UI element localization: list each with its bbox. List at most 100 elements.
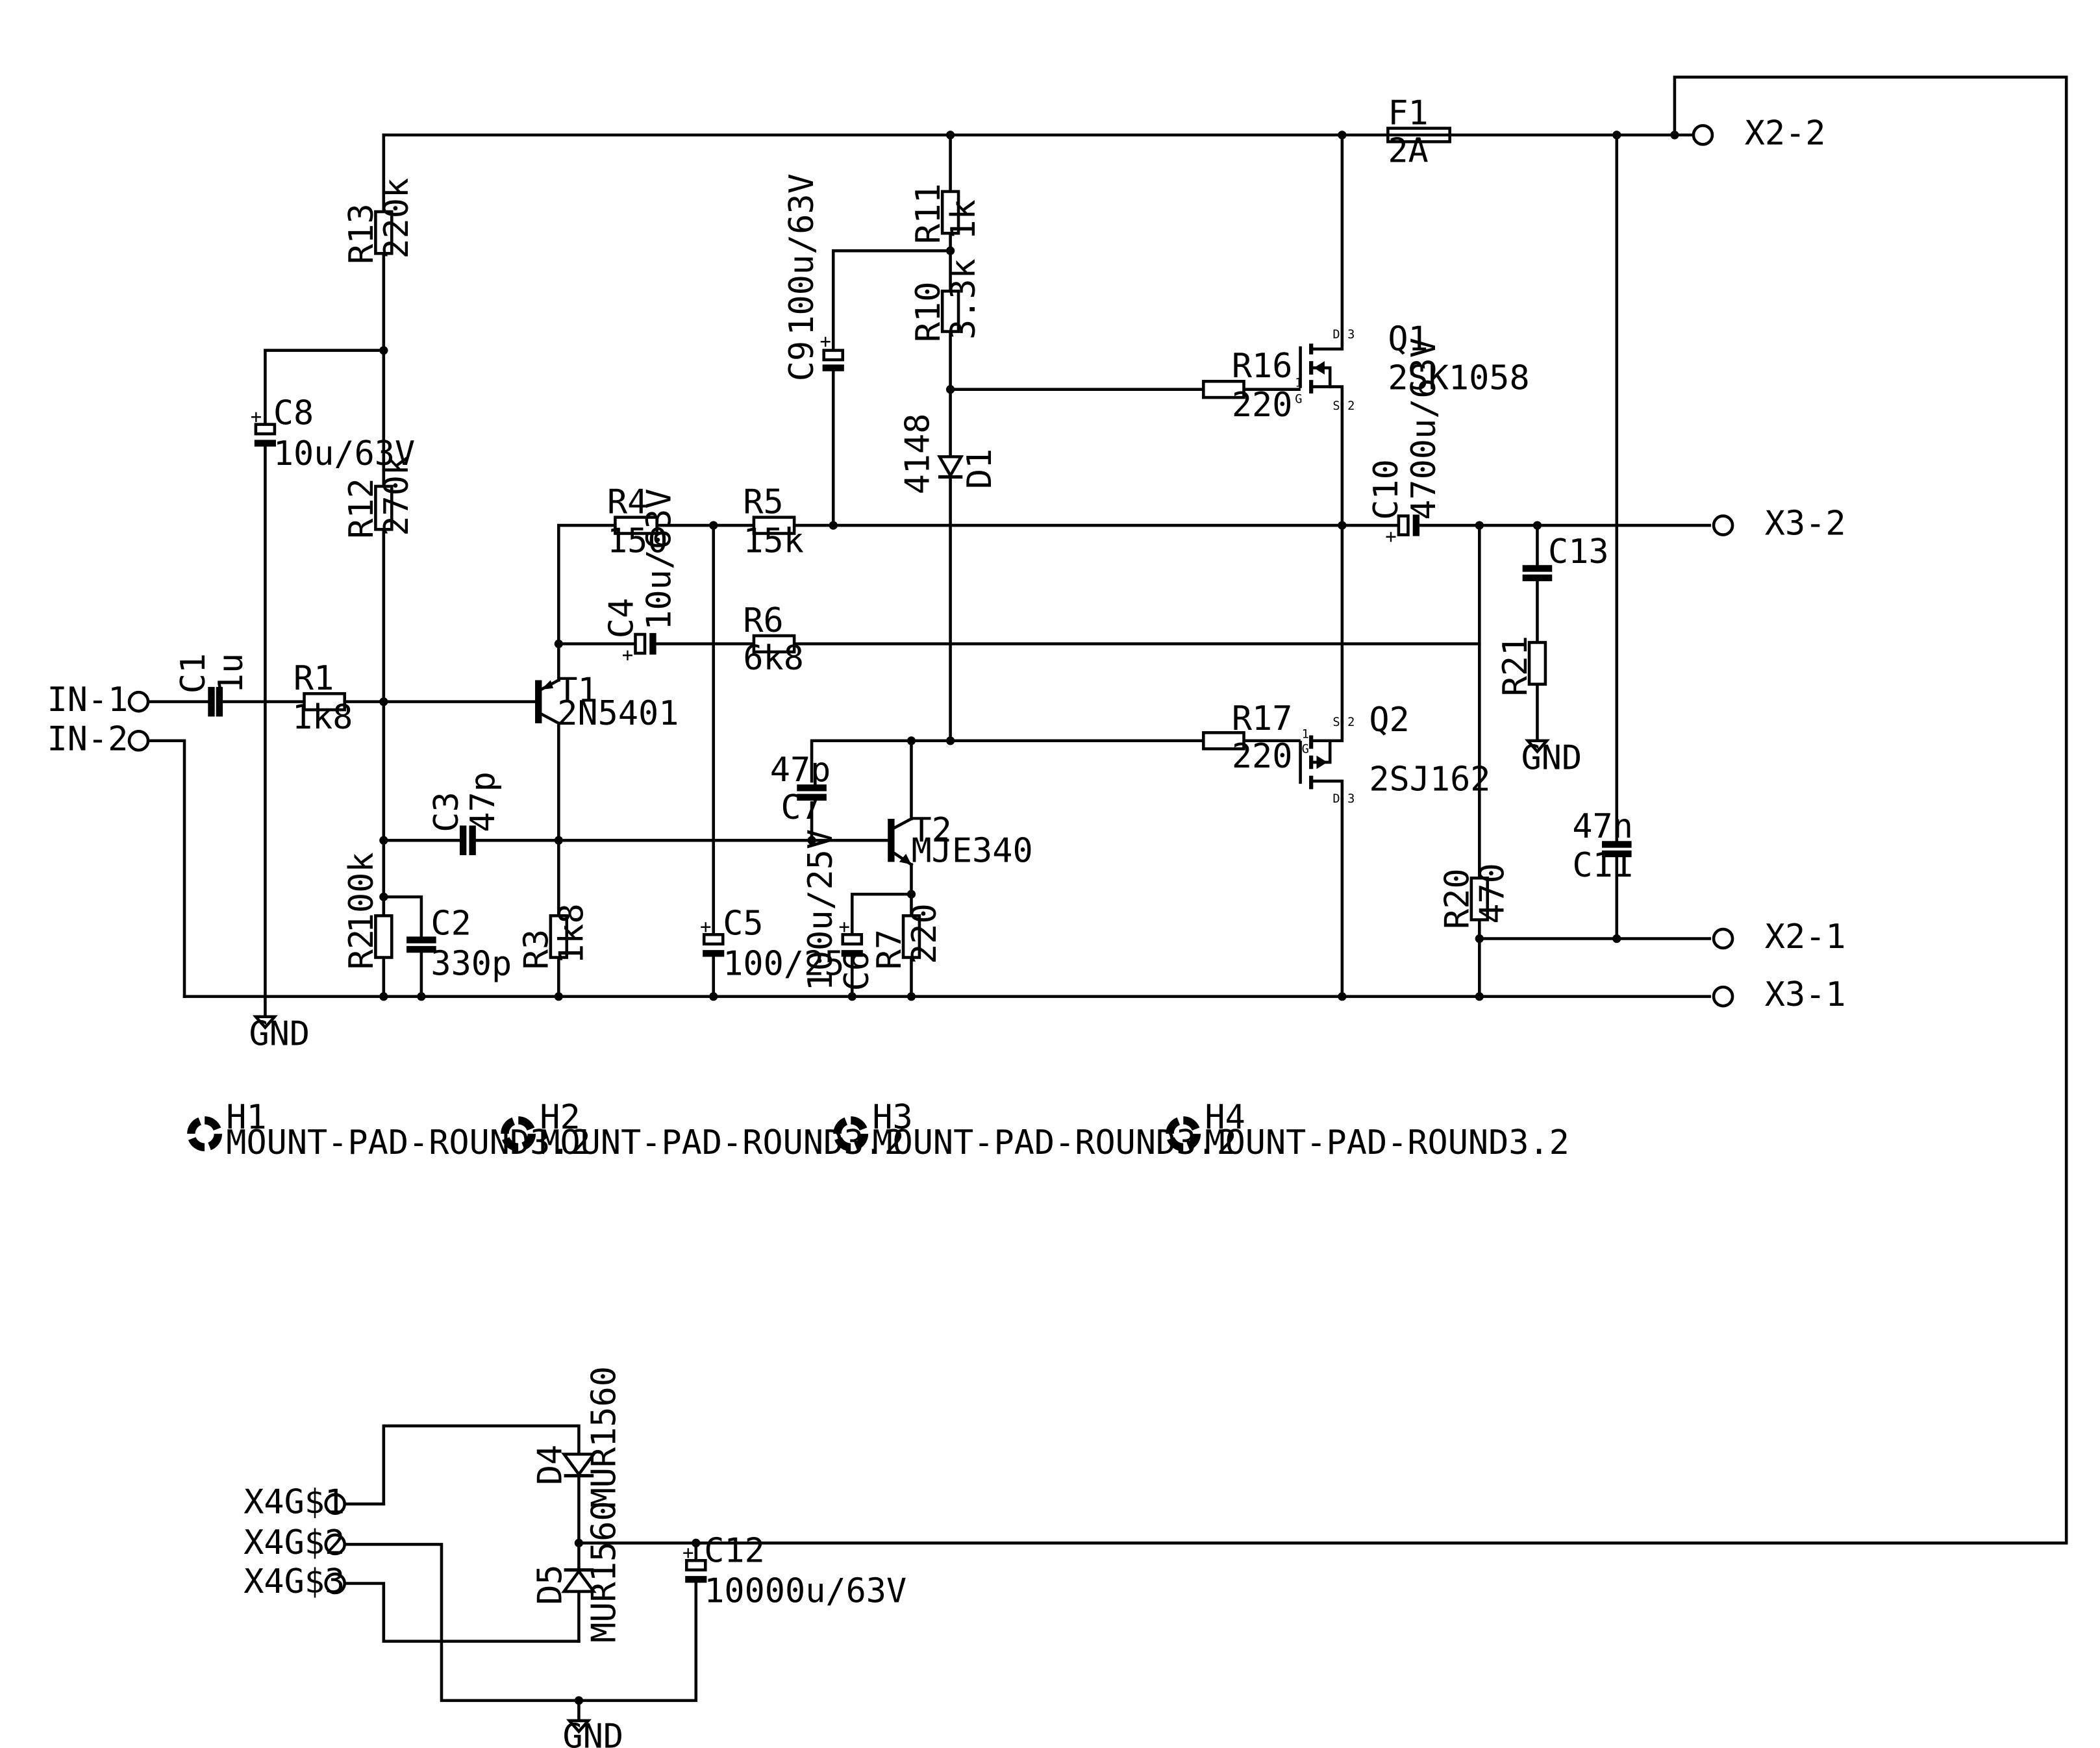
junction xyxy=(906,992,916,1001)
junction xyxy=(906,736,916,745)
c10-value: 4700u/63V xyxy=(1405,338,1444,520)
junction xyxy=(1475,934,1484,943)
mosfet-q1[interactable]: D 3 S 2 1 G Q1 2SK1058 xyxy=(1295,320,1529,413)
r7-value: 220 xyxy=(905,903,944,964)
junction xyxy=(1338,521,1347,530)
capacitor-c3[interactable]: C3 47p xyxy=(427,771,503,855)
capacitor-c7[interactable]: 47p C7 xyxy=(770,751,831,827)
r10-name: R10 xyxy=(909,282,948,343)
capacitor-c10[interactable]: + C10 4700u/63V xyxy=(1367,338,1444,547)
resistor-r1[interactable]: R1 1k8 xyxy=(292,659,353,737)
mount-hole-h1: H1 MOUNT-PAD-ROUND3.2 xyxy=(187,1098,591,1162)
t2-name: T2 xyxy=(911,811,951,850)
c12-value: 10000u/63V xyxy=(704,1572,906,1611)
resistor-r20[interactable]: R20 470 xyxy=(1438,863,1512,929)
ground-symbol: GND xyxy=(1521,738,1582,777)
capacitor-c11[interactable]: 47n C11 xyxy=(1572,807,1633,885)
c6-name: C6 xyxy=(838,951,877,991)
connector-x4g-3[interactable]: X4G$3 xyxy=(244,1562,346,1601)
resistor-r17[interactable]: R17 220 xyxy=(1202,699,1292,776)
resistor-r11[interactable]: R11 1k xyxy=(909,183,983,244)
r1-value: 1k8 xyxy=(292,698,353,737)
resistor-r5[interactable]: R5 15k xyxy=(743,482,804,560)
q2-pin-2: 2 xyxy=(1347,716,1355,729)
r2-name: R2 xyxy=(342,929,381,969)
capacitor-c1[interactable]: C1 1u xyxy=(174,653,251,717)
mount-hole-h2: H2 MOUNT-PAD-ROUND3.2 xyxy=(501,1098,905,1162)
c7-name: C7 xyxy=(781,788,821,827)
c12-name: C12 xyxy=(704,1531,765,1570)
transistor-t1[interactable]: T1 2N5401 xyxy=(535,671,679,733)
capacitor-c8[interactable]: + C8 10u/63V xyxy=(251,394,416,473)
c9-plus: + xyxy=(820,330,831,352)
c4-plus: + xyxy=(622,643,633,666)
capacitor-c12[interactable]: + C12 10000u/63V xyxy=(682,1531,906,1610)
diode-d4[interactable]: D4 MUR1560 xyxy=(531,1366,623,1508)
fuse-f1[interactable]: F1 2A xyxy=(1386,94,1451,170)
junction xyxy=(1612,934,1621,943)
resistor-r12[interactable]: R12 270k xyxy=(342,455,416,539)
c5-value: 100/25 xyxy=(723,944,844,983)
resistor-r6[interactable]: R6 6k8 xyxy=(743,601,804,678)
resistor-r10[interactable]: R10 3.3k xyxy=(909,258,983,342)
c9-name: C9 xyxy=(782,341,821,381)
diode-d5[interactable]: D5 MUR1560 xyxy=(531,1501,623,1642)
capacitor-c5[interactable]: + C5 100/25 xyxy=(700,904,844,983)
d1-name: D1 xyxy=(960,449,999,489)
capacitor-c6[interactable]: + C6 100u/25V xyxy=(801,829,877,992)
resistor-r21[interactable]: R21 xyxy=(1496,636,1547,697)
resistor-r4[interactable]: R4 150 xyxy=(607,482,668,560)
ground-symbol: GND xyxy=(563,1717,624,1748)
c8-value: 10u/63V xyxy=(273,434,415,473)
c1-value: 1u xyxy=(212,653,251,693)
wires xyxy=(146,75,2068,1723)
transistor-t2[interactable]: T2 MJE340 xyxy=(888,811,1033,870)
capacitor-c2[interactable]: C2 330p xyxy=(406,904,512,983)
resistor-r13[interactable]: R13 220k xyxy=(342,178,416,264)
q2-name: Q2 xyxy=(1369,701,1409,740)
connector-x4g-1[interactable]: X4G$1 xyxy=(244,1483,346,1522)
capacitor-c13[interactable]: C13 xyxy=(1522,532,1609,582)
r16-name: R16 xyxy=(1232,347,1293,386)
r6-value: 6k8 xyxy=(743,639,804,678)
r20-value: 470 xyxy=(1473,863,1512,924)
r11-name: R11 xyxy=(909,183,948,244)
connector-in-2[interactable]: IN-2 xyxy=(47,719,150,758)
junction xyxy=(1612,131,1621,140)
in-1-label: IN-1 xyxy=(47,680,129,719)
junction xyxy=(1338,992,1347,1001)
resistor-r16[interactable]: R16 220 xyxy=(1202,347,1293,425)
connector-x2-2[interactable]: X2-2 xyxy=(1692,114,1826,153)
h1-name: H1 xyxy=(226,1098,266,1137)
c9-value: 100u/63V xyxy=(782,173,821,336)
connector-in-1[interactable]: IN-1 xyxy=(47,680,150,719)
mount-hole-h3: H3 MOUNT-PAD-ROUND3.2 xyxy=(833,1098,1237,1162)
junction xyxy=(1475,521,1484,530)
h4-name: H4 xyxy=(1205,1098,1245,1137)
gnd-label: GND xyxy=(563,1717,624,1748)
resistor-r7[interactable]: R7 220 xyxy=(870,903,944,969)
c5-name: C5 xyxy=(723,904,763,943)
junction xyxy=(945,736,955,745)
c11-value: 47n xyxy=(1572,807,1633,846)
capacitor-c4[interactable]: + C4 10u/63V xyxy=(602,488,679,666)
capacitor-c9[interactable]: + C9 100u/63V xyxy=(782,173,845,381)
mosfet-q2[interactable]: S 2 D 3 1 G Q2 2SJ162 xyxy=(1299,701,1491,806)
connector-x3-1[interactable]: X3-1 xyxy=(1712,975,1846,1014)
r12-name: R12 xyxy=(342,478,381,539)
c2-value: 330p xyxy=(431,944,512,983)
f1-name: F1 xyxy=(1388,94,1428,132)
r20-name: R20 xyxy=(1438,868,1477,929)
resistor-r2[interactable]: R2 100k xyxy=(342,852,394,969)
c6-plus: + xyxy=(839,916,850,938)
gnd-label: GND xyxy=(249,1014,310,1053)
t1-name: T1 xyxy=(557,671,597,710)
resistor-r3[interactable]: R3 1k8 xyxy=(518,903,592,969)
connector-x4g-2[interactable]: X4G$2 xyxy=(244,1523,346,1562)
junction xyxy=(829,521,838,530)
connector-x3-2[interactable]: X3-2 xyxy=(1712,505,1846,543)
r10-value: 3.3k xyxy=(944,258,983,340)
diode-d1[interactable]: 4148 D1 xyxy=(898,414,999,495)
connector-x2-1[interactable]: X2-1 xyxy=(1712,918,1846,956)
